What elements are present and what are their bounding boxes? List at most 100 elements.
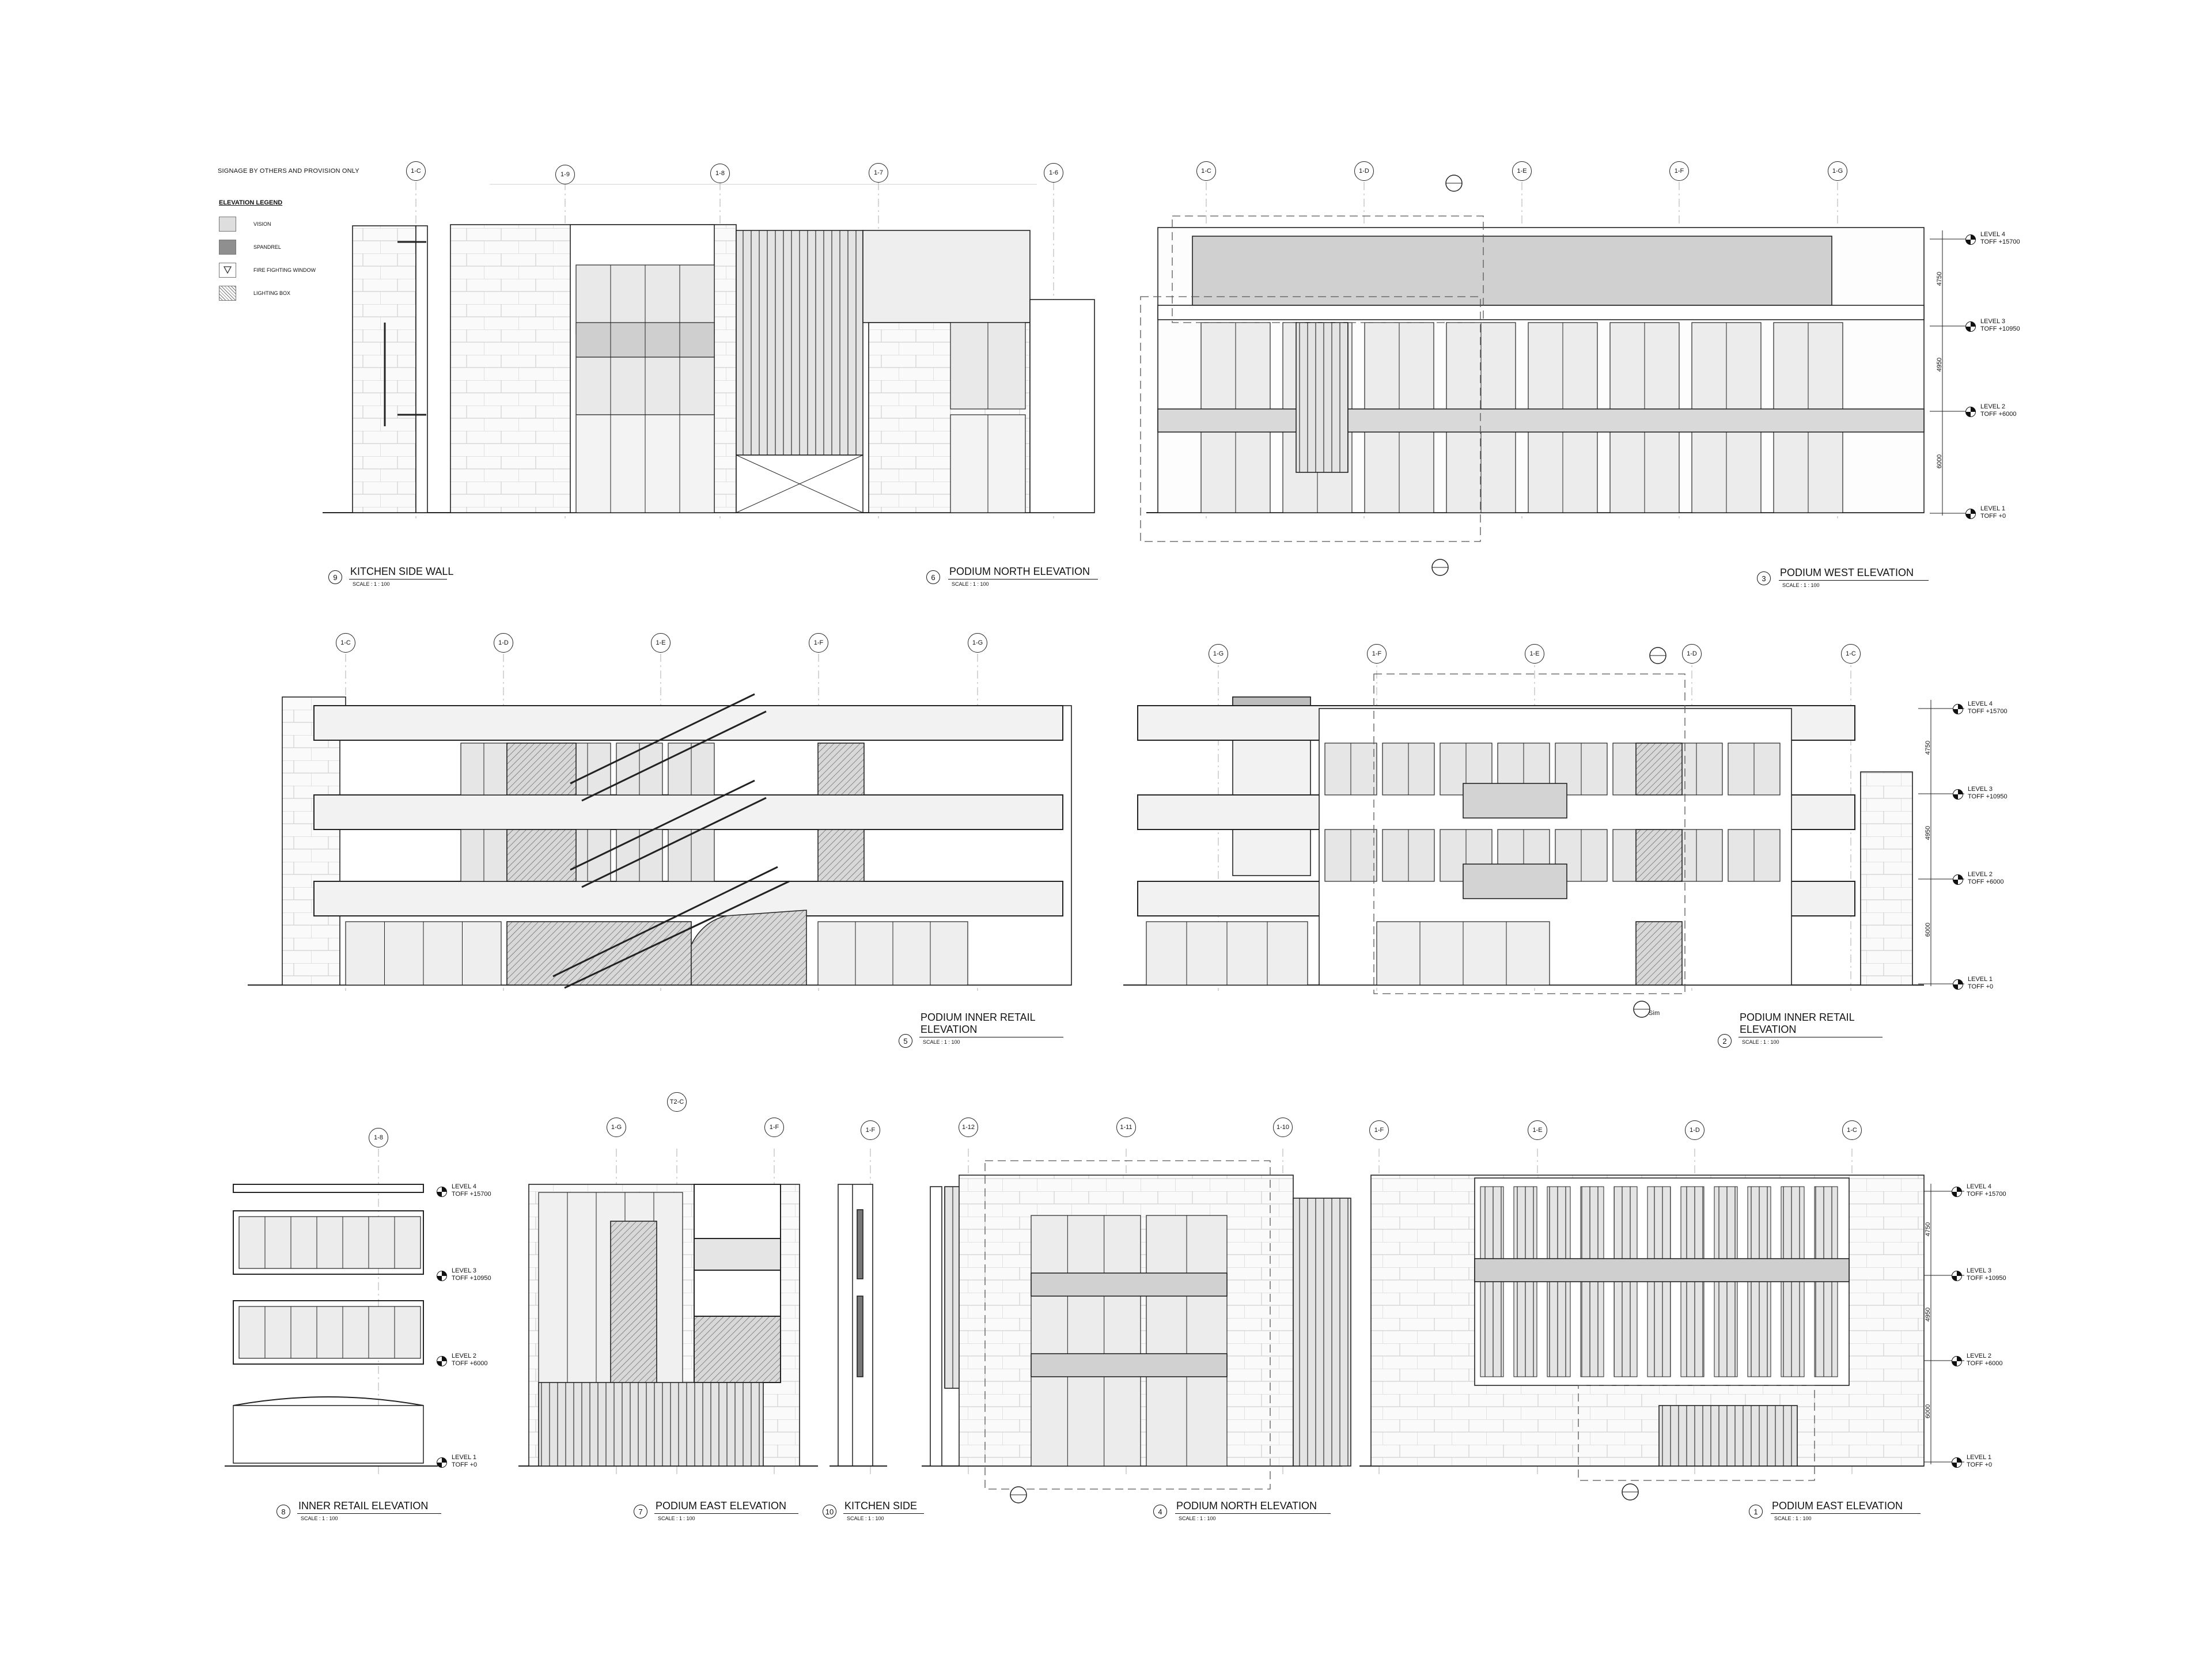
drawing-scale: SCALE : 1 : 100 [847, 1516, 884, 1521]
facade-outline [736, 230, 863, 456]
grid-bubble: 1-12 [959, 1118, 978, 1137]
drawing-title: PODIUM NORTH ELEVATION [1176, 1500, 1317, 1512]
fire-window-swatch [219, 263, 236, 278]
level-marker-icon [437, 1187, 447, 1197]
facade-outline [1658, 1405, 1798, 1467]
facade-outline [610, 1221, 657, 1406]
grid-bubble: 1-C [1842, 1120, 1862, 1140]
facade-outline [1860, 771, 1913, 986]
grid-bubble: 1-6 [1044, 163, 1063, 183]
drawing-scale: SCALE : 1 : 100 [301, 1516, 338, 1521]
facade-outline [313, 705, 1063, 741]
drawing-title: PODIUM WEST ELEVATION [1780, 567, 1914, 578]
drawing-number: 7 [634, 1505, 647, 1518]
grid-bubble: 1-G [968, 633, 987, 653]
canopy [233, 1396, 424, 1406]
drawing-scale: SCALE : 1 : 100 [353, 581, 390, 587]
signage-note: SIGNAGE BY OTHERS AND PROVISION ONLY [218, 168, 359, 175]
legend-item-lighting-box: LIGHTING BOX [219, 286, 290, 301]
drawing-number: 6 [926, 570, 940, 584]
level-marker-icon [1952, 1187, 1962, 1197]
drawing-scale: SCALE : 1 : 100 [1774, 1516, 1812, 1521]
facade-outline [415, 225, 428, 513]
dimension-text: 6000 [1936, 454, 1944, 469]
facade-outline [694, 1316, 781, 1383]
lighting-box-swatch [219, 286, 236, 301]
level-marker-icon [1952, 1356, 1962, 1366]
drawing-title: INNER RETAIL ELEVATION [298, 1500, 429, 1512]
detail-callout-boundary [984, 1160, 1271, 1490]
grid-bubble: 1-8 [369, 1128, 388, 1147]
drawing-title: PODIUM INNER RETAIL ELEVATION [1740, 1012, 1855, 1035]
escalator-base [691, 910, 807, 986]
grid-bubble: 1-7 [869, 163, 888, 183]
grid-bubble: 1-E [1512, 161, 1532, 181]
facade-outline [694, 1270, 781, 1317]
facade-outline [694, 1238, 781, 1271]
facade-outline [233, 1184, 424, 1193]
facade-outline [506, 743, 577, 796]
grid-bubble: 1-D [494, 633, 513, 653]
facade-outline [1635, 829, 1683, 882]
drawing-number: 1 [1749, 1505, 1763, 1518]
drawing-title: KITCHEN SIDE [844, 1500, 918, 1512]
drawing-scale: SCALE : 1 : 100 [923, 1039, 960, 1045]
detail-callout-boundary [1373, 673, 1685, 994]
dimension-text: 4950 [1925, 825, 1932, 840]
drawing-scale: SCALE : 1 : 100 [952, 581, 989, 587]
facade-outline [838, 1184, 873, 1467]
facade-outline [1029, 299, 1095, 513]
detail-callout-boundary [1578, 1385, 1815, 1481]
grid-bubble: T2-C [667, 1092, 687, 1112]
grid-bubble: 1-F [1669, 161, 1689, 181]
grid-bubble: 1-8 [710, 164, 730, 183]
facade-outline [1157, 408, 1925, 433]
grid-bubble: 1-G [1209, 644, 1228, 664]
drawing-title: PODIUM EAST ELEVATION [1772, 1500, 1903, 1512]
drawing-title: PODIUM EAST ELEVATION [656, 1500, 787, 1512]
level-marker-icon [1965, 407, 1976, 417]
grid-bubble: 1-D [1682, 644, 1702, 664]
facade-outline [1293, 1198, 1351, 1467]
drawing-scale: SCALE : 1 : 100 [1179, 1516, 1216, 1521]
dimension-text: 4950 [1936, 357, 1944, 372]
drawing-title: KITCHEN SIDE WALL [350, 566, 454, 577]
grid-bubble: 1-E [1528, 1120, 1547, 1140]
level-marker-icon [437, 1271, 447, 1281]
facade-outline [817, 743, 865, 796]
grid-bubble: 1-C [336, 633, 355, 653]
legend-item-fire-window: FIRE FIGHTING WINDOW [219, 263, 316, 278]
grid-bubble: 1-F [809, 633, 828, 653]
facade-outline [1192, 236, 1832, 306]
dimension-text: 4950 [1925, 1307, 1932, 1322]
dimension-text: 6000 [1925, 1404, 1932, 1419]
facade-outline [233, 1210, 424, 1275]
facade-outline [694, 1184, 781, 1240]
dimension-text: 4750 [1925, 1222, 1932, 1237]
dimension-text: 6000 [1925, 922, 1932, 937]
facade-outline [817, 829, 865, 882]
facade-outline [857, 1296, 863, 1377]
drawing-number: 5 [899, 1034, 912, 1048]
facade-outline [282, 696, 346, 986]
grid-bubble: 1-11 [1116, 1118, 1136, 1137]
glazing-panel [1031, 1215, 1141, 1467]
level-marker-icon [437, 1457, 447, 1468]
drawing-number: 9 [328, 570, 342, 584]
drawing-title: PODIUM NORTH ELEVATION [949, 566, 1090, 577]
facade-outline [1474, 1258, 1850, 1282]
facade-outline [538, 1382, 764, 1467]
level-marker-icon [1952, 1271, 1962, 1281]
facade-outline [1157, 305, 1925, 320]
level-marker-icon [1953, 874, 1963, 885]
grid-bubble: 1-F [861, 1120, 880, 1140]
similar-callout: Sim [1649, 1010, 1660, 1017]
